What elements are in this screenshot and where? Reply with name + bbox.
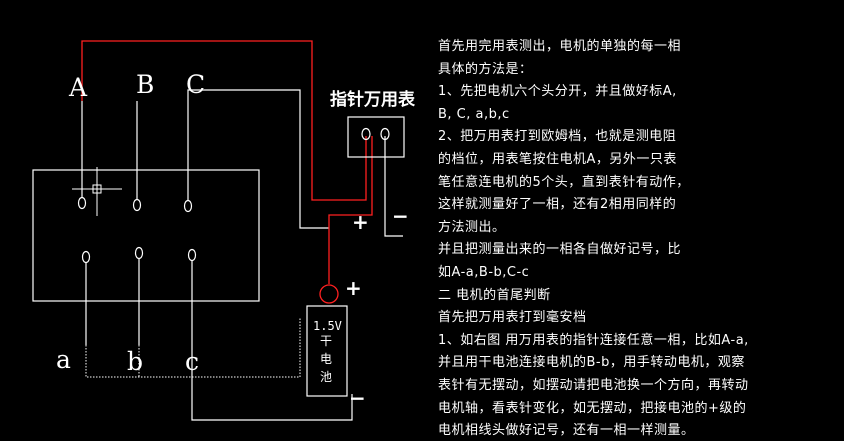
terminal-C bbox=[183, 199, 193, 213]
meter-title: 指针万用表 bbox=[330, 89, 416, 110]
bottom-leads bbox=[85, 259, 353, 421]
note-line: 具体的方法是： bbox=[438, 61, 533, 77]
note-line: 并且用干电池连接电机的B-b，用手转动电机，观察 bbox=[438, 355, 745, 371]
battery-plus-loop bbox=[319, 284, 339, 304]
meter-plus: + bbox=[352, 210, 369, 234]
note-line: 2、把万用表打到欧姆档，也就是测电阻 bbox=[438, 129, 677, 145]
terminal-a bbox=[81, 250, 91, 264]
label-B: B bbox=[136, 70, 154, 99]
top-terminals bbox=[77, 196, 193, 213]
meter-box bbox=[347, 116, 405, 158]
meter-minus: − bbox=[392, 204, 409, 228]
note-line: 如A-a,B-b,C-c bbox=[438, 264, 530, 280]
note-line: 并且把测量出来的一相各自做好记号，比 bbox=[438, 242, 682, 258]
label-b: b bbox=[127, 347, 143, 376]
note-line: 1、如右图 用万用表的指针连接任意一相，比如A-a, bbox=[438, 332, 749, 348]
label-a: a bbox=[56, 345, 71, 374]
battery-char-3: 池 bbox=[320, 370, 332, 384]
note-line: 1、先把电机六个头分开，并且做好标A, bbox=[438, 84, 677, 100]
label-C: C bbox=[186, 70, 205, 99]
note-line: 笔任意连电机的5个头，直到表针有动作， bbox=[438, 174, 690, 190]
meter-probe-left bbox=[361, 127, 371, 141]
note-line: B, C, a,b,c bbox=[438, 106, 510, 122]
battery-char-2: 电 bbox=[320, 352, 332, 366]
terminal-b bbox=[134, 246, 144, 260]
terminal-c bbox=[187, 248, 197, 262]
battery-plus: + bbox=[345, 276, 362, 300]
label-c: c bbox=[185, 347, 199, 376]
note-line: 首先把万用表打到毫安档 bbox=[438, 310, 587, 326]
terminal-B bbox=[132, 198, 142, 212]
note-line: 方法测出。 bbox=[438, 219, 506, 235]
terminal-A bbox=[77, 196, 87, 210]
note-line: 的档位，用表笔按住电机A，另外一只表 bbox=[438, 151, 677, 167]
battery-char-1: 干 bbox=[320, 334, 332, 348]
note-line: 电机相线头做好记号，还有一相一样测量。 bbox=[438, 423, 695, 439]
red-lead-meter-battery-2 bbox=[328, 136, 373, 284]
bottom-terminals bbox=[81, 246, 197, 264]
note-line: 二 电机的首尾判断 bbox=[438, 287, 551, 303]
red-lead-A-meter bbox=[81, 40, 367, 201]
battery-minus: − bbox=[349, 386, 366, 410]
note-line: 这样就测量好了一相，还有2相用同样的 bbox=[438, 197, 677, 213]
battery-box bbox=[306, 305, 348, 397]
label-A: A bbox=[68, 73, 88, 102]
crosshair-cursor-icon bbox=[72, 167, 122, 216]
motor-terminal-box bbox=[32, 169, 260, 302]
red-lead-meter-battery bbox=[384, 136, 403, 237]
top-leads bbox=[81, 89, 329, 229]
note-line: 表针有无摆动，如摆动请把电池换一个方向，再转动 bbox=[438, 377, 749, 393]
instruction-notes: 首先用完用表测出，电机的单独的每一相具体的方法是： 1、先把电机六个头分开，并且做… bbox=[438, 36, 844, 441]
note-line: 首先用完用表测出，电机的单独的每一相 bbox=[438, 39, 682, 54]
dotted-lead-a-b bbox=[85, 318, 301, 378]
meter-probe-right bbox=[380, 127, 390, 141]
battery-voltage: 1.5V bbox=[313, 319, 342, 333]
note-line: 电机轴，看表针变化，如无摆动，把接电池的+级的 bbox=[438, 400, 747, 416]
